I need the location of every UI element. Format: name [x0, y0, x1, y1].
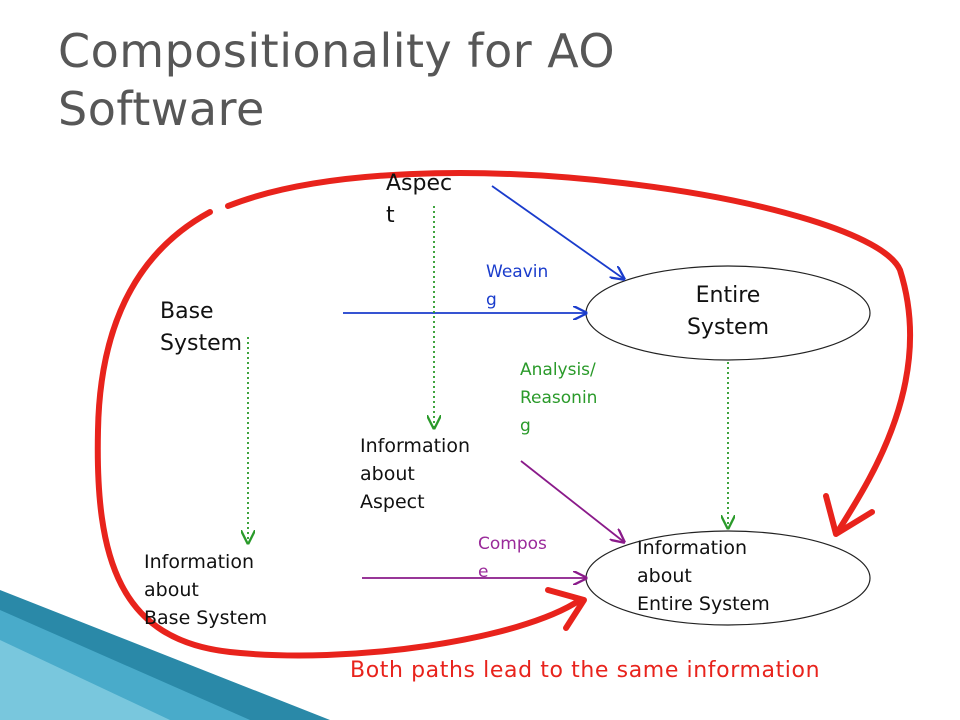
red-loop-arrowhead-right: [823, 493, 875, 537]
info-base-label: Information about Base System: [144, 551, 268, 629]
analysis-reasoning-label: Analysis/ Reasonin g: [520, 360, 598, 436]
compose-label: Compos e: [478, 534, 547, 582]
footer-caption: Both paths lead to the same information: [350, 658, 821, 683]
info-aspect-label: Information about Aspect: [360, 435, 470, 513]
red-loop-lower-path: [94, 209, 583, 659]
base-system-label: Base System: [160, 299, 243, 356]
info-entire-label: Information about Entire System: [637, 537, 770, 615]
red-loop-arrowhead-bottom: [545, 587, 587, 631]
page-title: Compositionality for AO Software: [58, 24, 616, 136]
aspect-label: Aspec t: [386, 171, 453, 228]
weaving-arrow-aspect: [491, 185, 624, 279]
red-loop-path: [225, 170, 913, 531]
entire-system-label: Entire System: [686, 283, 770, 340]
corner-decoration: [0, 590, 330, 720]
compose-arrow-aspect: [520, 460, 624, 542]
weaving-label: Weavin g: [486, 262, 549, 310]
